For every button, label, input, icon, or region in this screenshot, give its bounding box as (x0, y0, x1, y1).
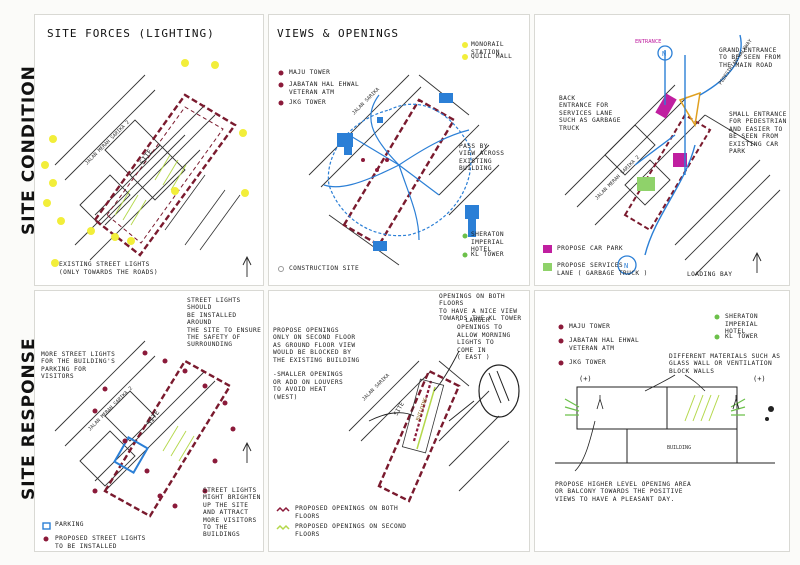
panel-openings-response: JALAN SARIKA SITE BUILDING PROPOSE OPENI… (268, 290, 530, 552)
svg-text:BUILDING: BUILDING (667, 445, 691, 451)
svg-text:N: N (662, 50, 666, 58)
svg-text:(+): (+) (753, 375, 766, 383)
panel-views: VIEWS & OPENINGS (268, 14, 530, 286)
lights-note-right: STREET LIGHTS MIGHT BRIGHTEN UP THE SITE… (203, 487, 263, 539)
panel-lighting: SITE FORCES (LIGHTING) (34, 14, 264, 286)
views-legend-maju: MAJU TOWER (289, 69, 330, 77)
access-grand-note: GRAND ENTRANCE TO BE SEEN FROM THE MAIN … (719, 47, 781, 69)
svg-text:SITE: SITE (393, 401, 406, 417)
openings-legend-both: PROPOSED OPENINGS ON BOTH FLOORS (295, 505, 398, 520)
lighting-legend: EXISTING STREET LIGHTS (ONLY TOWARDS THE… (59, 261, 158, 276)
views-note: PASS BY VIEW ACROSS EXISTING BUILDING (459, 143, 529, 173)
svg-text:(+): (+) (579, 375, 592, 383)
access-legend-carpark: PROPOSE CAR PARK (557, 245, 623, 253)
site-boundary (379, 371, 459, 501)
panel-section: (+) (+) BUILDING MAJU TOWER JABATAN HAL … (534, 290, 790, 552)
section-legend-maju: MAJU TOWER (569, 323, 610, 331)
views-legend-kl: KL TOWER (471, 251, 504, 259)
north-arrow-icon (753, 253, 761, 273)
north-arrow-icon (243, 257, 251, 277)
site-boundary (344, 100, 454, 245)
lighting-plan: SITE JALAN MERAH SARIKA 2 (35, 15, 264, 286)
views-construction: CONSTRUCTION SITE (289, 265, 359, 273)
access-loading: LOADING BAY (687, 271, 732, 279)
section-legend-jkg: JKG TOWER (569, 359, 606, 367)
lights-note-top: STREET LIGHTS SHOULD BE INSTALLED AROUND… (187, 297, 263, 349)
north-arrow-icon (243, 443, 251, 463)
road-label: JALAN MERAH SARIKA 2 (84, 120, 131, 167)
svg-text:JALAN SARIKA: JALAN SARIKA (361, 373, 391, 403)
views-legend-jkg: JKG TOWER (289, 99, 326, 107)
access-legend-services: PROPOSE SERVICES LANE ( GARBAGE TRUCK ) (557, 262, 648, 277)
access-small-note: SMALL ENTRANCE FOR PEDESTRIAN AND EASIER… (729, 111, 787, 155)
views-legend-top-2: QUILL MALL (471, 53, 512, 61)
section-legend-jabatan: JABATAN HAL EHWAL VETERAN ATM (569, 337, 639, 352)
svg-text:ENTRANCE: ENTRANCE (635, 39, 662, 45)
openings-note-larger: - LARGER OPENINGS TO ALLOW MORNING LIGHT… (457, 317, 511, 361)
section-materials-note: DIFFERENT MATERIALS SUCH AS GLASS WALL O… (669, 353, 780, 375)
lights-legend-proposed: PROPOSED STREET LIGHTS TO BE INSTALLED (55, 535, 146, 550)
access-back-note: BACK ENTRANCE FOR SERVICES LANE SUCH AS … (559, 95, 621, 132)
section-note: PROPOSE HIGHER LEVEL OPENING AREA OR BAL… (555, 481, 691, 503)
openings-note-left: PROPOSE OPENINGS ONLY ON SECOND FLOOR AS… (273, 327, 360, 401)
svg-text:SITE: SITE (145, 409, 161, 427)
panel-access: N N ENTRANCE PEDESTRIAN WALKWAY JALAN ME… (534, 14, 790, 286)
lights-note-left: MORE STREET LIGHTS FOR THE BUILDING'S PA… (41, 351, 115, 381)
section-legend-kl: KL TOWER (725, 333, 758, 341)
openings-legend-second: PROPOSED OPENINGS ON SECOND FLOORS (295, 523, 406, 538)
panel-lights-response: JALAN MERAH SARIKA 2 SITE STREET LIGHTS … (34, 290, 264, 552)
site-text: SITE (138, 148, 154, 166)
views-legend-jabatan: JABATAN HAL EHWAL VETERAN ATM (289, 81, 359, 96)
lights-legend-parking: PARKING (55, 521, 84, 529)
section-building (555, 387, 775, 463)
